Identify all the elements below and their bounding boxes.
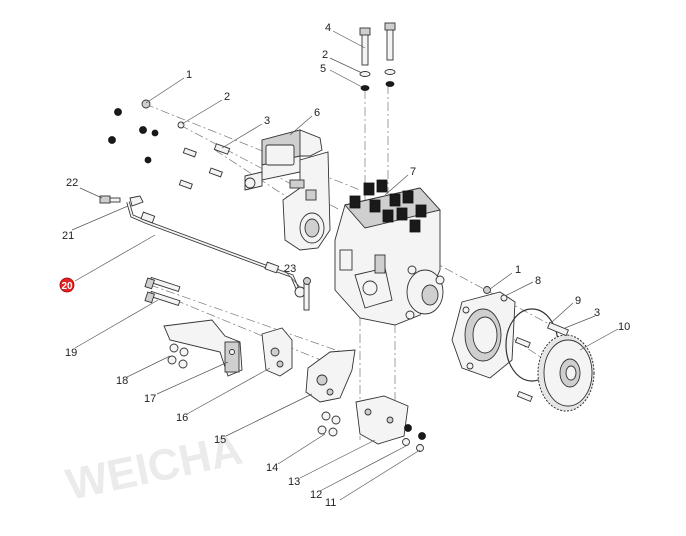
- callout-label[interactable]: 14: [266, 462, 278, 474]
- callout-label[interactable]: 17: [144, 393, 156, 405]
- delivery-valves: [349, 179, 427, 233]
- fuel-injection-pump[interactable]: [334, 179, 445, 326]
- top-banjo-bolts[interactable]: [359, 22, 396, 91]
- callout-label[interactable]: 10: [618, 321, 630, 333]
- callout-label[interactable]: 2: [322, 49, 328, 61]
- bracket-13[interactable]: [355, 395, 409, 445]
- flange-nut[interactable]: [483, 286, 491, 294]
- pump-adapter-plate[interactable]: [451, 291, 516, 379]
- callout-label[interactable]: 6: [314, 107, 320, 119]
- mounting-bolts-19[interactable]: [144, 276, 181, 307]
- callout-label[interactable]: 9: [575, 295, 581, 307]
- callout-label[interactable]: 5: [320, 63, 326, 75]
- callout-label[interactable]: 16: [176, 412, 188, 424]
- callout-label[interactable]: 4: [325, 22, 331, 34]
- callout-label[interactable]: 7: [410, 166, 416, 178]
- callout-label[interactable]: 18: [116, 375, 128, 387]
- governor-solenoid-assembly[interactable]: [244, 129, 331, 251]
- bolts-18[interactable]: [167, 343, 189, 369]
- bolts-14[interactable]: [317, 411, 341, 437]
- callout-label[interactable]: 13: [288, 476, 300, 488]
- drive-side-studs[interactable]: [514, 321, 569, 402]
- fuel-pipe[interactable]: [126, 201, 300, 291]
- callout-label[interactable]: 19: [65, 347, 77, 359]
- callout-label[interactable]: 20: [61, 281, 73, 292]
- bracket-16[interactable]: [261, 327, 293, 377]
- callout-20-highlight[interactable]: 20: [59, 277, 75, 293]
- callout-label[interactable]: 15: [214, 434, 226, 446]
- callout-label[interactable]: 23: [284, 263, 296, 275]
- callout-label[interactable]: 11: [325, 497, 336, 509]
- callout-label[interactable]: 12: [310, 489, 322, 501]
- callout-label[interactable]: 2: [224, 91, 230, 103]
- support-bracket-17[interactable]: [163, 319, 243, 377]
- callout-label[interactable]: 8: [535, 275, 541, 287]
- callout-label[interactable]: 3: [594, 307, 600, 319]
- callout-label[interactable]: 22: [66, 177, 78, 189]
- callout-label[interactable]: 1: [515, 264, 521, 276]
- left-hardware[interactable]: [108, 99, 231, 190]
- callout-labels: 1 2 3 6 4 2 5 7 22 21 20 23 1 8 9 3 10 1…: [59, 22, 630, 509]
- callout-label[interactable]: 1: [186, 69, 192, 81]
- callout-label[interactable]: 3: [264, 115, 270, 127]
- nuts-washers-11-12[interactable]: [402, 424, 426, 452]
- pump-drive-gear[interactable]: [537, 334, 595, 412]
- bracket-15[interactable]: [305, 349, 356, 403]
- callout-label[interactable]: 21: [62, 230, 74, 242]
- leader-lines: [71, 30, 619, 501]
